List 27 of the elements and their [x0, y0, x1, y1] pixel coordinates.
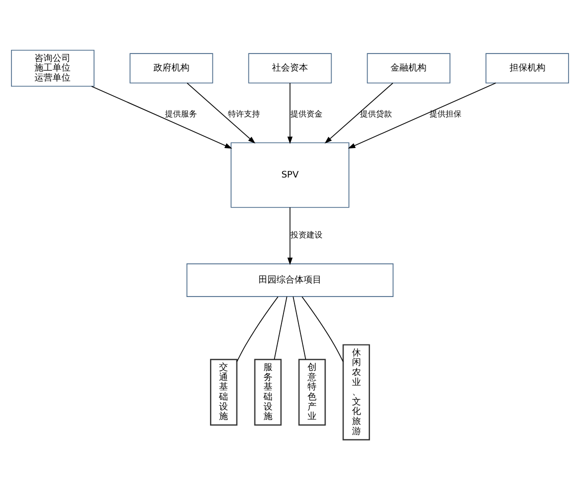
node-box: 社会资本 [248, 53, 332, 84]
arrow [348, 82, 496, 149]
edge-label: 特许支持 [228, 108, 260, 119]
node-box: SPV [230, 142, 350, 208]
edge-label: 提供服务 [165, 108, 198, 119]
edge-label: 提供贷款 [360, 108, 392, 119]
arrow [186, 82, 256, 144]
arrow [287, 207, 293, 266]
arrow [324, 82, 394, 144]
connector [274, 296, 288, 360]
connector [292, 296, 306, 360]
node-box: 政府机构 [130, 53, 214, 84]
edge-label: 提供担保 [429, 108, 462, 119]
node-box: 休闲农业、文化旅游 [342, 344, 370, 440]
node-box: 交通基础设施 [210, 358, 238, 426]
node-box: 田园综合体项目 [186, 263, 394, 297]
node-box: 金融机构 [366, 53, 450, 84]
node-box: 担保机构 [486, 53, 569, 84]
edge-label: 投资建设 [290, 230, 322, 240]
connector [236, 296, 278, 362]
connector [302, 296, 344, 362]
arrow [287, 82, 293, 144]
edge-label: 提供资金 [290, 108, 322, 119]
arrow [91, 86, 232, 149]
node-box: 咨询公司 施工单位 运营单位 [11, 50, 94, 87]
node-box: 创意特色产业 [298, 358, 326, 426]
node-box: 服务基础设施 [254, 358, 282, 426]
